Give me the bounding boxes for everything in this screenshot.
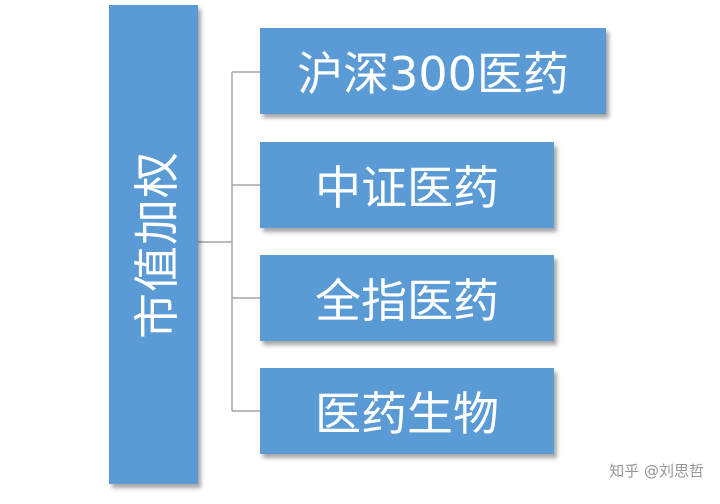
child-node-label: 医药生物 bbox=[315, 387, 499, 441]
child-node-label: 全指医药 bbox=[315, 274, 499, 328]
child-node: 沪深300医药 bbox=[260, 28, 606, 114]
child-node: 医药生物 bbox=[260, 368, 554, 454]
child-node-label: 沪深300医药 bbox=[297, 47, 569, 101]
child-node-label: 中证医药 bbox=[315, 161, 499, 215]
child-node: 中证医药 bbox=[260, 142, 554, 228]
child-node: 全指医药 bbox=[260, 255, 554, 341]
root-node: 市值加权 bbox=[109, 5, 198, 484]
watermark: 知乎 @刘思哲 bbox=[609, 462, 704, 480]
root-node-label: 市值加权 bbox=[129, 150, 184, 339]
